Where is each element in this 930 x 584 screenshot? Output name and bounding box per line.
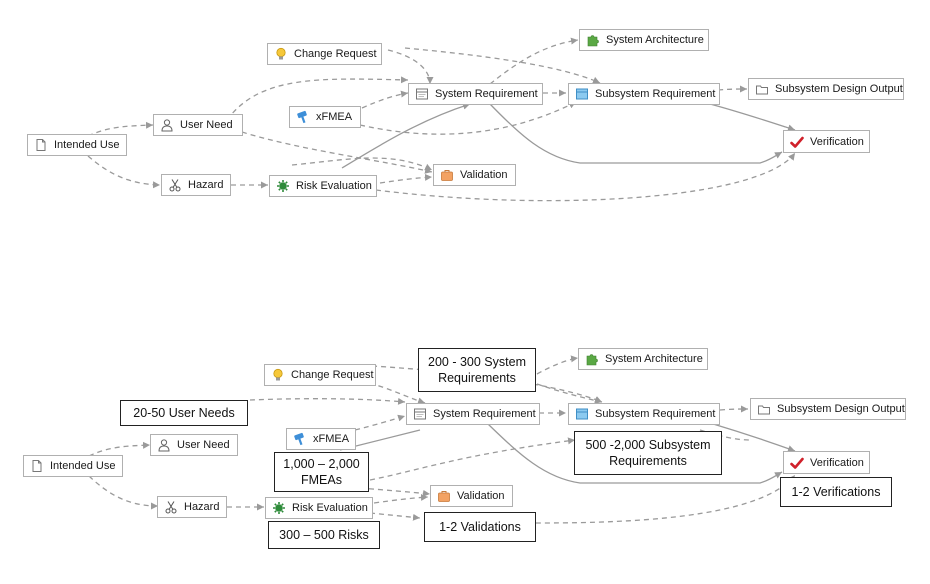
callout-system-requirements: 200 - 300 System Requirements bbox=[418, 348, 536, 392]
virus-icon bbox=[272, 501, 286, 515]
checkmark-icon bbox=[790, 135, 804, 149]
node-label: Risk Evaluation bbox=[296, 180, 372, 192]
node-intended-use[interactable]: Intended Use bbox=[27, 134, 127, 156]
virus-icon bbox=[276, 179, 290, 193]
lightbulb-icon bbox=[274, 47, 288, 61]
node-label: System Requirement bbox=[435, 88, 538, 100]
node-label: Validation bbox=[460, 169, 508, 181]
window-icon bbox=[415, 87, 429, 101]
node-label: Subsystem Design Output bbox=[777, 403, 905, 415]
node-label: Subsystem Requirement bbox=[595, 88, 716, 100]
node-risk-evaluation[interactable]: Risk Evaluation bbox=[265, 497, 373, 519]
node-system-architecture[interactable]: System Architecture bbox=[579, 29, 709, 51]
node-label: Risk Evaluation bbox=[292, 502, 368, 514]
node-label: User Need bbox=[180, 119, 233, 131]
checkmark-icon bbox=[790, 456, 804, 470]
scissors-icon bbox=[164, 500, 178, 514]
node-subsystem-requirement[interactable]: Subsystem Requirement bbox=[568, 403, 720, 425]
node-label: System Architecture bbox=[606, 34, 704, 46]
node-hazard[interactable]: Hazard bbox=[161, 174, 231, 196]
node-label: xFMEA bbox=[316, 111, 353, 123]
node-verification[interactable]: Verification bbox=[783, 130, 870, 153]
node-xfmea[interactable]: xFMEA bbox=[289, 106, 361, 128]
user-icon bbox=[160, 118, 174, 132]
node-label: Verification bbox=[810, 135, 864, 148]
folder-icon bbox=[755, 82, 769, 96]
callout-risks: 300 – 500 Risks bbox=[268, 521, 380, 549]
node-validation[interactable]: Validation bbox=[430, 485, 513, 507]
node-system-requirement[interactable]: System Requirement bbox=[408, 83, 543, 105]
briefcase-icon bbox=[440, 168, 454, 182]
node-risk-evaluation[interactable]: Risk Evaluation bbox=[269, 175, 377, 197]
callout-user-needs: 20-50 User Needs bbox=[120, 400, 248, 426]
node-validation[interactable]: Validation bbox=[433, 164, 516, 186]
node-subsystem-design-output[interactable]: Subsystem Design Output bbox=[750, 398, 906, 420]
node-system-architecture[interactable]: System Architecture bbox=[578, 348, 708, 370]
document-icon bbox=[30, 459, 44, 473]
node-label: xFMEA bbox=[313, 433, 350, 445]
node-label: System Requirement bbox=[433, 408, 536, 420]
callout-verifications: 1-2 Verifications bbox=[780, 477, 892, 507]
node-verification[interactable]: Verification bbox=[783, 451, 870, 474]
node-label: System Architecture bbox=[605, 353, 703, 365]
node-subsystem-requirement[interactable]: Subsystem Requirement bbox=[568, 83, 720, 105]
puzzle-icon bbox=[586, 33, 600, 47]
window-icon bbox=[413, 407, 427, 421]
document-icon bbox=[34, 138, 48, 152]
node-label: Change Request bbox=[291, 369, 374, 381]
node-label: Hazard bbox=[188, 179, 224, 191]
window-blue-icon bbox=[575, 87, 589, 101]
hammer-icon bbox=[293, 432, 307, 446]
node-label: Intended Use bbox=[50, 460, 116, 472]
node-label: Subsystem Requirement bbox=[595, 408, 716, 420]
node-label: Intended Use bbox=[54, 139, 120, 151]
node-change-request[interactable]: Change Request bbox=[267, 43, 382, 65]
node-change-request[interactable]: Change Request bbox=[264, 364, 376, 386]
node-label: Validation bbox=[457, 490, 505, 502]
node-label: Change Request bbox=[294, 48, 377, 60]
node-hazard[interactable]: Hazard bbox=[157, 496, 227, 518]
scissors-icon bbox=[168, 178, 182, 192]
node-user-need[interactable]: User Need bbox=[153, 114, 243, 136]
node-intended-use[interactable]: Intended Use bbox=[23, 455, 123, 477]
node-system-requirement[interactable]: System Requirement bbox=[406, 403, 540, 425]
node-label: User Need bbox=[177, 439, 230, 451]
callout-validations: 1-2 Validations bbox=[424, 512, 536, 542]
node-subsystem-design-output[interactable]: Subsystem Design Output bbox=[748, 78, 904, 100]
node-label: Verification bbox=[810, 456, 864, 469]
lightbulb-icon bbox=[271, 368, 285, 382]
user-icon bbox=[157, 438, 171, 452]
callout-subsystem-requirements: 500 -2,000 Subsystem Requirements bbox=[574, 431, 722, 475]
callout-fmeas: 1,000 – 2,000 FMEAs bbox=[274, 452, 369, 492]
puzzle-icon bbox=[585, 352, 599, 366]
node-label: Hazard bbox=[184, 501, 220, 513]
node-xfmea[interactable]: xFMEA bbox=[286, 428, 356, 450]
node-label: Subsystem Design Output bbox=[775, 83, 903, 95]
folder-icon bbox=[757, 402, 771, 416]
hammer-icon bbox=[296, 110, 310, 124]
briefcase-icon bbox=[437, 489, 451, 503]
node-user-need[interactable]: User Need bbox=[150, 434, 238, 456]
window-blue-icon bbox=[575, 407, 589, 421]
